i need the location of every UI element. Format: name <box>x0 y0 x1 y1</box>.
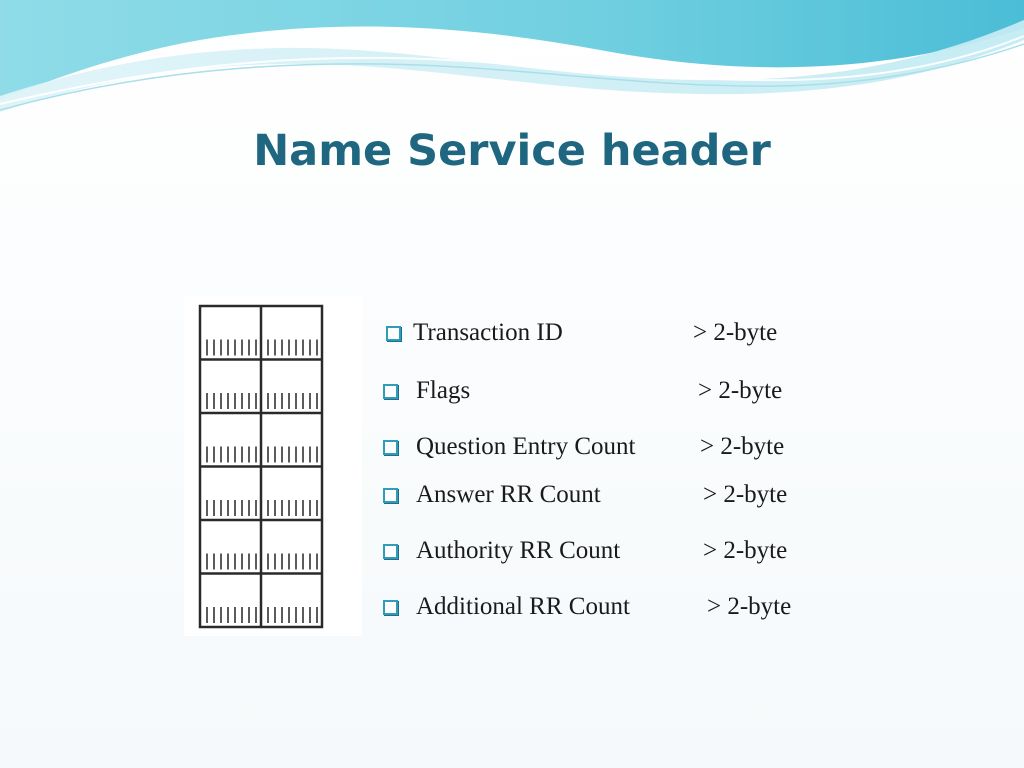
field-size: > 2-byte <box>700 433 785 460</box>
square-bullet-icon <box>383 544 398 559</box>
field-label: Flags <box>416 377 471 404</box>
header-byte-grid-figure <box>184 296 362 636</box>
square-bullet-icon <box>386 326 401 341</box>
field-label: Additional RR Count <box>416 593 630 620</box>
square-bullet-icon <box>383 488 398 503</box>
field-size: > 2-byte <box>703 481 788 508</box>
field-size: > 2-byte <box>703 537 788 564</box>
square-bullet-icon <box>383 440 398 455</box>
field-label: Answer RR Count <box>416 481 601 508</box>
square-bullet-icon <box>383 600 398 615</box>
field-size: > 2-byte <box>693 319 778 346</box>
header-byte-grid-icon <box>198 304 324 629</box>
square-bullet-icon <box>383 384 398 399</box>
field-label: Authority RR Count <box>416 537 621 564</box>
slide-title: Name Service header <box>253 126 771 176</box>
field-size: > 2-byte <box>698 377 783 404</box>
field-size: > 2-byte <box>707 593 792 620</box>
field-label: Question Entry Count <box>416 433 636 460</box>
field-label: Transaction ID <box>413 319 563 346</box>
top-wave-decoration <box>0 0 1024 112</box>
